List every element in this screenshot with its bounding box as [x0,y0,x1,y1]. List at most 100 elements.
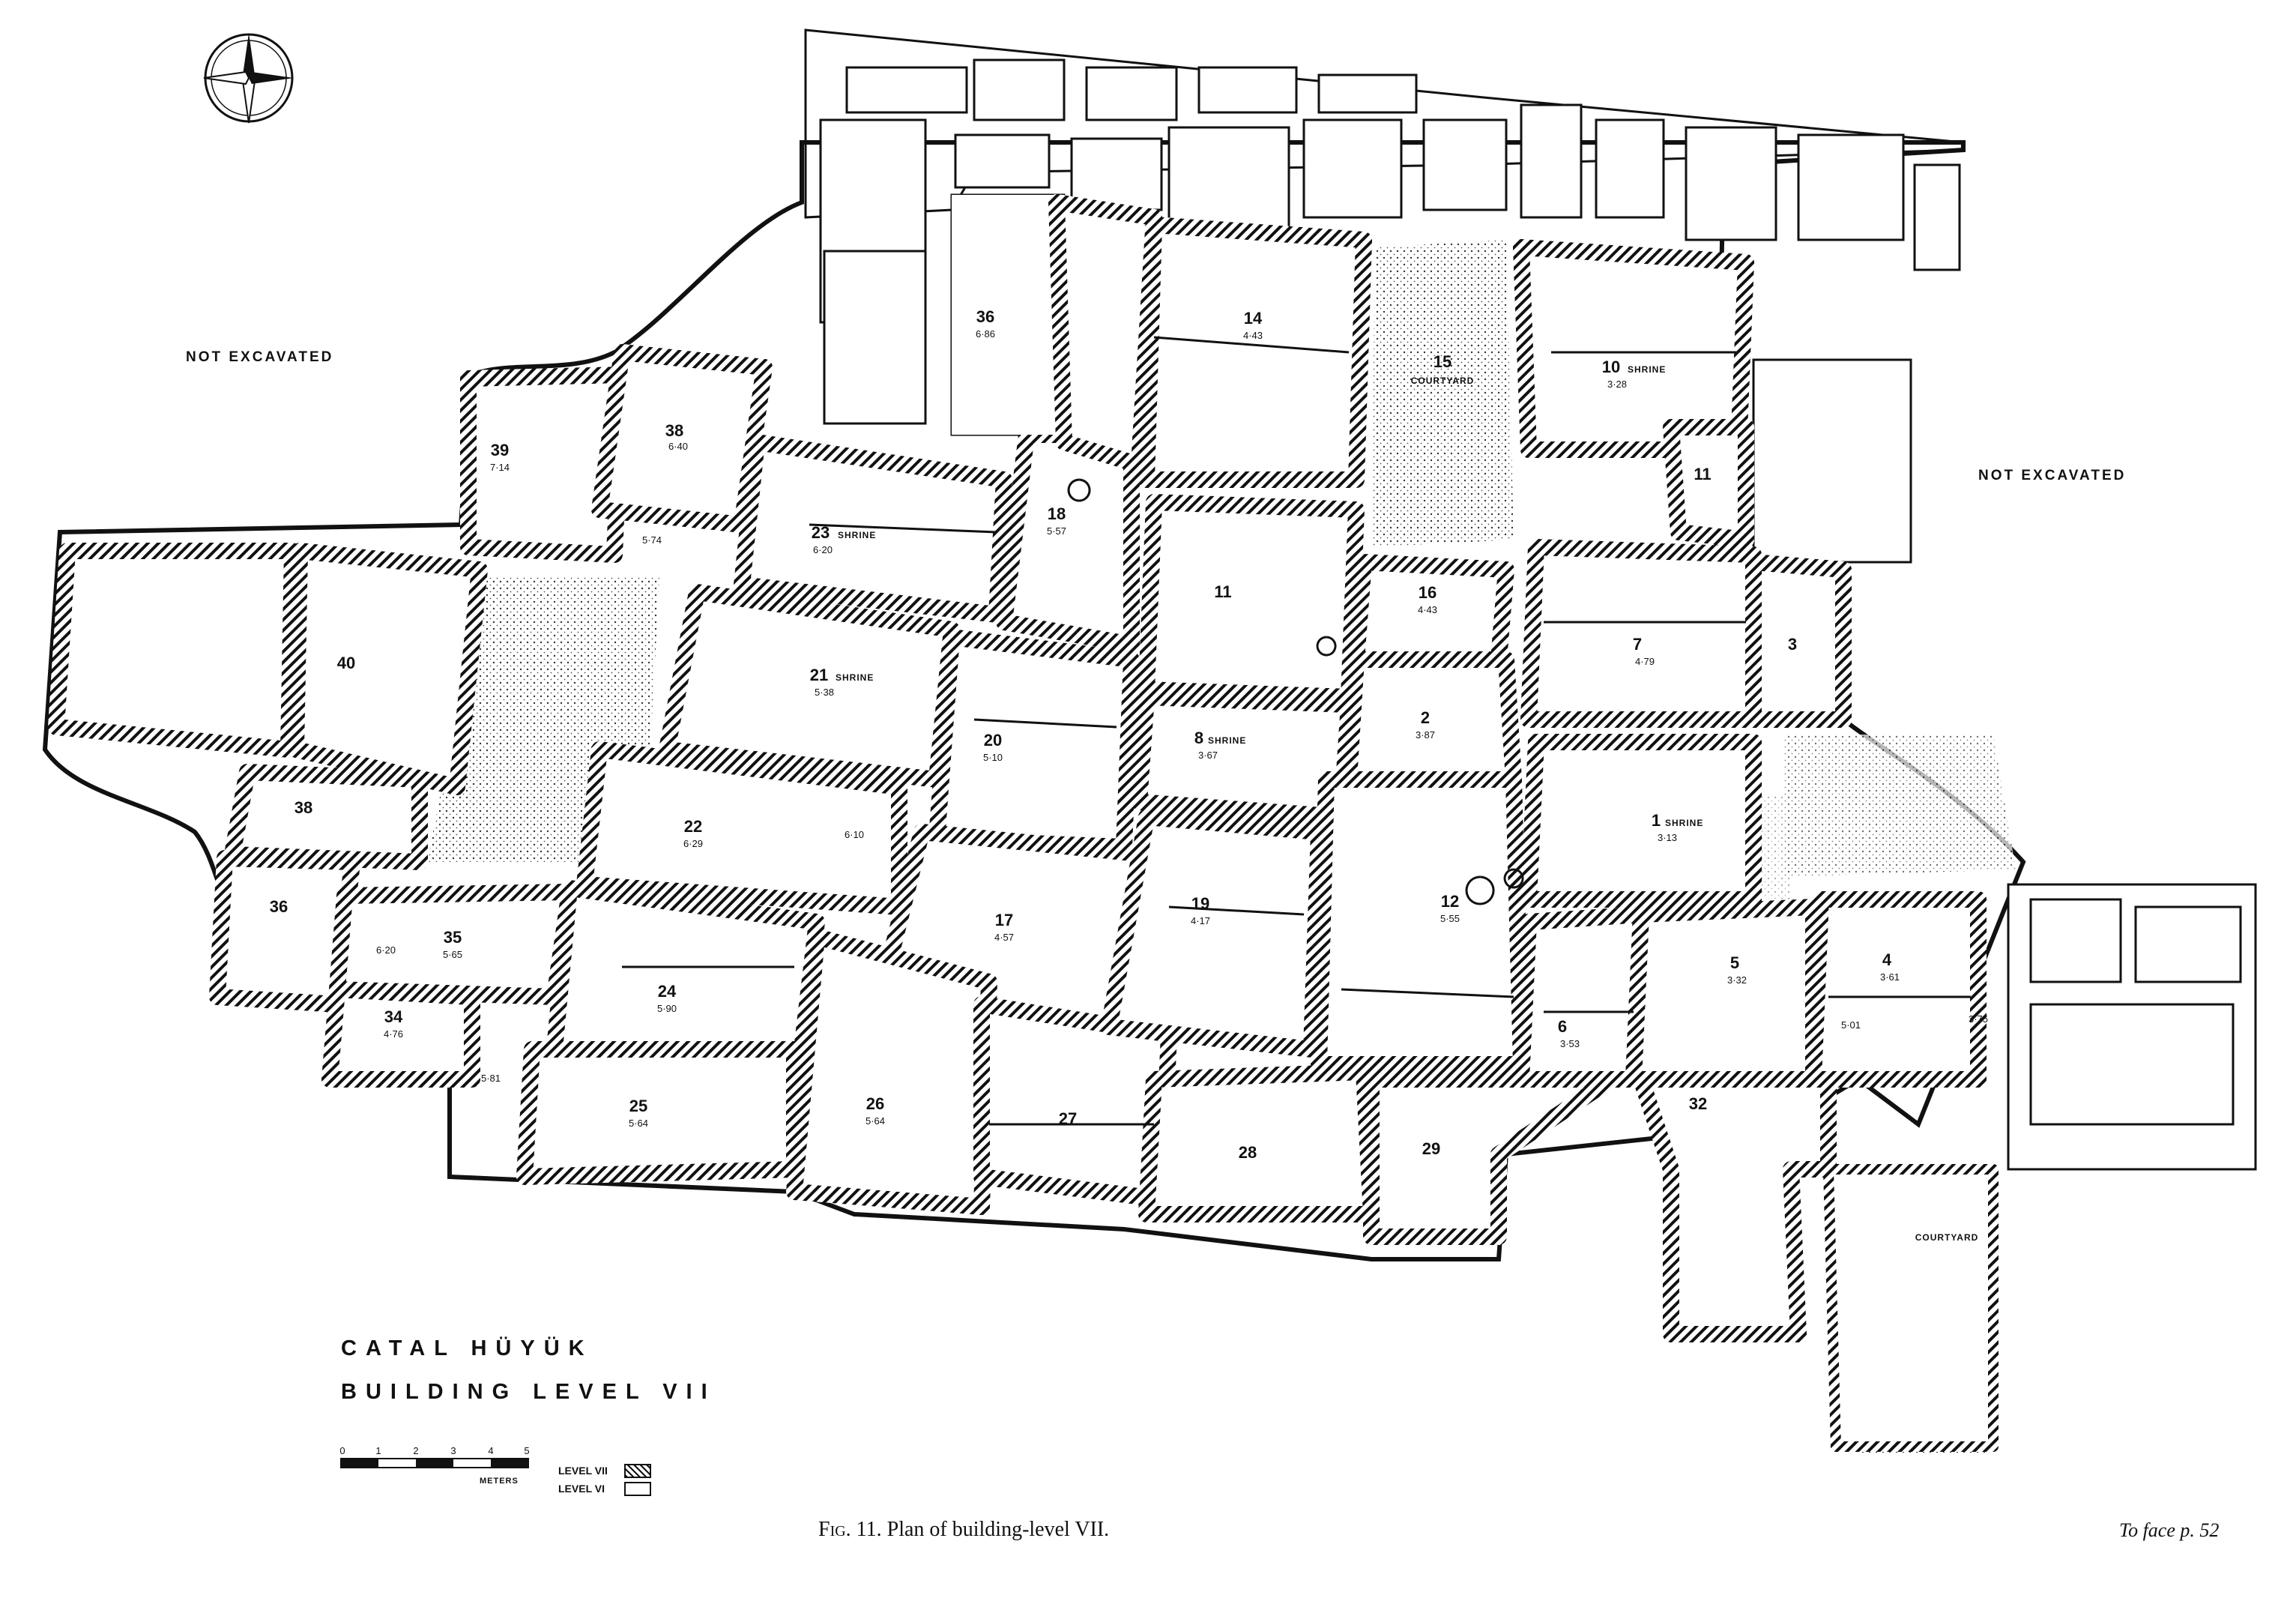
level-vii-walls [48,194,1999,1452]
legend-row-level-vii: LEVEL VII [558,1462,651,1480]
svg-text:4·43: 4·43 [1418,604,1437,615]
svg-text:6·86: 6·86 [976,328,995,340]
svg-text:25: 25 [629,1097,647,1115]
svg-text:2: 2 [1421,708,1430,727]
svg-text:3·67: 3·67 [1198,750,1218,761]
room-label-12: 125·55 [1440,892,1460,924]
svg-text:22: 22 [684,817,702,836]
svg-text:1: 1 [1652,811,1661,830]
room-18-walls [996,426,1140,653]
svg-text:SHRINE: SHRINE [838,530,876,540]
svg-text:COURTYARD: COURTYARD [1915,1232,1979,1243]
room-31-walls [321,981,480,1088]
room-label-3: 3 [1788,635,1797,654]
room-5-walls [1625,899,1822,1088]
svg-text:5: 5 [524,1445,529,1456]
legend-swatch-plain [624,1481,651,1496]
scale-unit-label: METERS [480,1477,519,1486]
svg-text:19: 19 [1191,894,1209,913]
svg-text:SHRINE: SHRINE [1208,735,1246,746]
room-label-33: 36 [270,897,288,916]
room-label-28: 28 [1239,1143,1257,1162]
room-12-walls [1311,771,1529,1073]
svg-text:4·43: 4·43 [1243,330,1263,341]
svg-text:6·20: 6·20 [376,944,396,956]
room-11-walls [1663,419,1754,548]
svg-text:5·64: 5·64 [629,1118,648,1129]
svg-text:5·74: 5·74 [642,534,662,546]
svg-text:20: 20 [984,731,1002,750]
page-reference: To face p. 52 [2119,1519,2220,1541]
svg-text:5·64: 5·64 [865,1115,885,1127]
svg-text:34: 34 [384,1007,403,1026]
caption-text: Plan of building-level VII. [886,1518,1110,1541]
svg-text:23: 23 [812,523,830,542]
svg-text:5·55: 5·55 [1440,913,1460,924]
svg-text:NOT EXCAVATED: NOT EXCAVATED [186,349,333,365]
site-title-line2: BUILDING LEVEL VII [341,1380,716,1404]
svg-text:COURTYARD: COURTYARD [1411,376,1475,386]
svg-text:28: 28 [1239,1143,1257,1162]
internal-partitions [622,336,1971,1126]
svg-text:5·57: 5·57 [1047,525,1066,537]
site-title: CATAL HÜYÜK BUILDING LEVEL VII [341,1327,716,1414]
room-34-walls [952,195,1064,435]
svg-text:4·79: 4·79 [1635,656,1655,667]
svg-text:5·90: 5·90 [657,1003,677,1014]
room-label-18: 185·57 [1047,504,1066,537]
room-36-walls [460,367,630,563]
room-6-walls [1513,906,1649,1088]
compass-rose-icon [203,33,294,124]
room-21-walls [659,584,960,788]
room-9-walls [1131,689,1357,825]
room-label-11: 11 [1694,465,1711,483]
svg-text:10: 10 [1602,358,1620,376]
room-2-walls [1341,651,1522,788]
svg-text:5·10: 5·10 [983,752,1003,763]
svg-text:5·81: 5·81 [481,1073,501,1084]
svg-text:15: 15 [1434,352,1451,371]
room-label-30: 32 [1689,1094,1707,1113]
room-24-walls [546,880,825,1058]
room-label-20: 20 5·10 [983,731,1003,763]
extra-area-labels: 5·74 6·10 6·20 5·81 5·01 3·75 [376,534,1988,1084]
room-label-8: 7 4·79 [1633,635,1655,667]
svg-text:3: 3 [450,1445,456,1456]
room-labels: 40 397·14 386·40 38 36 355·65 344·76 245… [270,307,1900,1162]
room-39-walls [48,543,300,758]
room-4-walls [1805,891,1987,1088]
room-label-19: 194·17 [1191,894,1210,926]
figure-caption: Fig. 11. Plan of building-level VII. [818,1518,1109,1542]
room-label-34: 366·86 [976,307,995,340]
svg-text:7: 7 [1633,635,1642,654]
room-14-walls [1138,217,1372,488]
legend-swatch-hatched [624,1463,651,1478]
svg-text:29: 29 [1422,1139,1440,1158]
room-south-court-walls [1823,1164,1999,1452]
room-label-24: 245·90 [657,982,677,1014]
room-label-31: 344·76 [384,1007,403,1040]
room-label-14: 14 4·43 [1243,309,1263,341]
svg-text:14: 14 [1244,309,1263,328]
svg-text:3·53: 3·53 [1560,1038,1580,1049]
region-labels: COURTYARD NOT EXCAVATED NOT EXCAVATED [186,349,2124,1243]
room-19-walls [1101,809,1327,1058]
room-label-22: 226·29 [683,817,703,849]
scale-bar: 0 1 2 3 4 5 [339,1445,530,1468]
svg-text:40: 40 [337,654,355,672]
svg-text:36: 36 [270,897,288,916]
room-label-4: 43·61 [1880,950,1900,983]
room-20-walls [928,629,1140,855]
svg-text:6: 6 [1558,1017,1567,1036]
room-25-walls [516,1041,803,1185]
svg-text:3·28: 3·28 [1607,379,1627,390]
legend-row-level-vi: LEVEL VI [558,1480,651,1498]
room-label-29: 29 [1422,1139,1440,1158]
room-label-27: 27 [1059,1109,1077,1128]
svg-text:4: 4 [1882,950,1892,969]
svg-text:16: 16 [1419,583,1436,602]
svg-text:39: 39 [491,441,509,459]
